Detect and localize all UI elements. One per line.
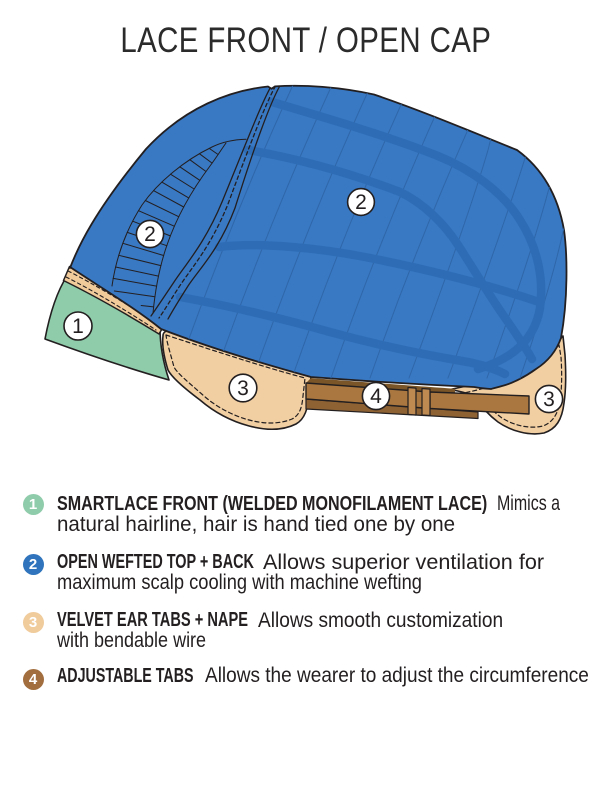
svg-text:4: 4 xyxy=(370,385,382,408)
svg-text:2: 2 xyxy=(144,223,156,246)
svg-text:3: 3 xyxy=(543,388,555,411)
svg-text:3: 3 xyxy=(237,377,249,400)
svg-text:2: 2 xyxy=(355,191,367,214)
svg-text:1: 1 xyxy=(72,315,84,338)
